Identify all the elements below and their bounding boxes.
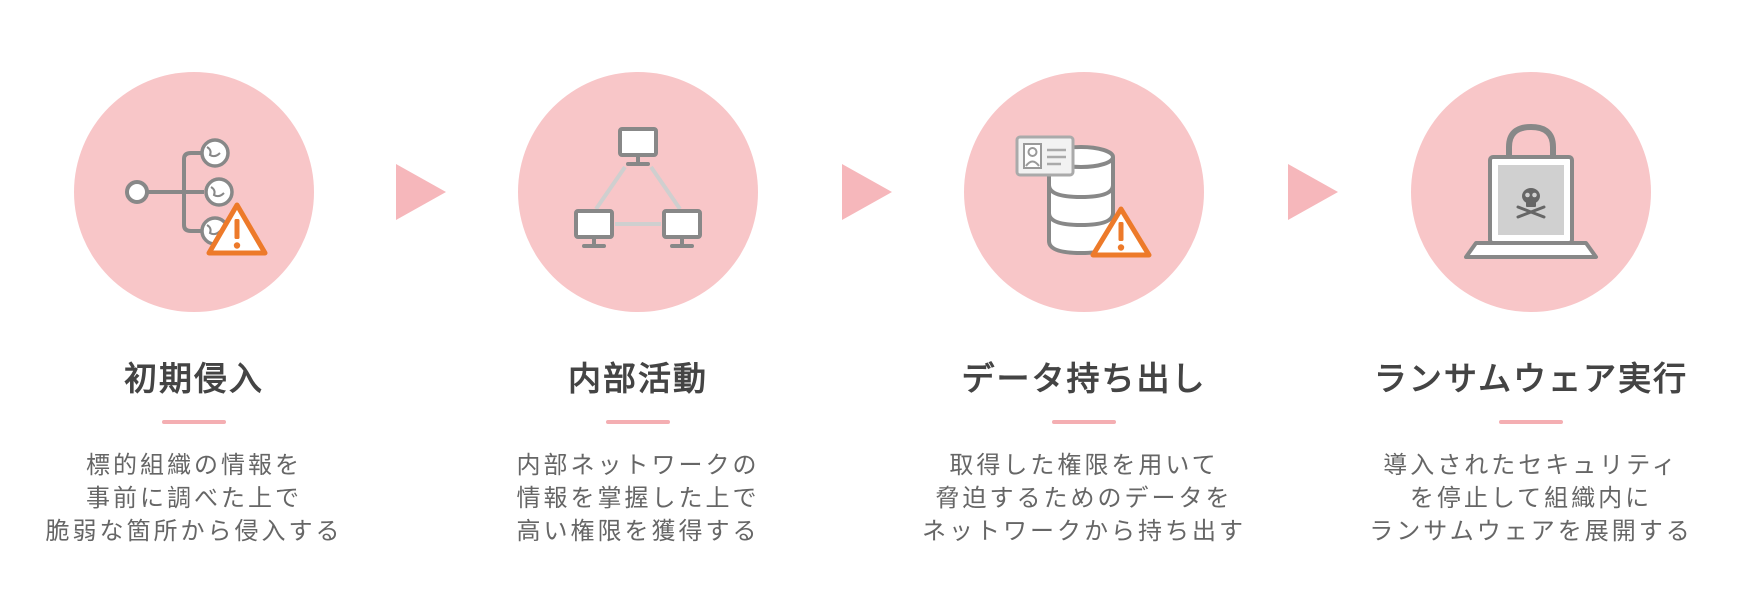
description-line: ランサムウェアを展開する — [1369, 517, 1693, 545]
stage-circle — [74, 72, 314, 312]
stage-internal-activity: 内部活動 内部ネットワークの 情報を掌握した上で 高い権限を獲得する — [458, 0, 818, 606]
stage-circle — [1411, 72, 1651, 312]
stage-circle — [518, 72, 758, 312]
stage-ransomware-execution: ランサムウェア実行 導入されたセキュリティ を停止して組織内に ランサムウェアを… — [1351, 0, 1711, 606]
stage-title: 初期侵入 — [124, 359, 264, 398]
title-underline — [606, 420, 670, 424]
stage-title: データ持ち出し — [961, 359, 1207, 398]
next-step-arrow-icon — [396, 164, 446, 220]
database-warning-icon — [1015, 135, 1152, 258]
next-step-arrow-icon — [842, 164, 892, 220]
locked-laptop-skull-icon — [1464, 123, 1598, 259]
stage-description: 内部ネットワークの 情報を掌握した上で 高い権限を獲得する — [458, 449, 818, 548]
stage-title: 内部活動 — [568, 359, 708, 398]
description-line: を停止して組織内に — [1409, 484, 1653, 512]
description-line: 標的組織の情報を — [86, 451, 302, 479]
description-line: 事前に調べた上で — [86, 484, 302, 512]
network-warning-icon — [125, 138, 268, 256]
title-underline — [162, 420, 226, 424]
title-underline — [1499, 420, 1563, 424]
stage-data-exfiltration: データ持ち出し 取得した権限を用いて 脅迫するためのデータを ネットワークから持… — [904, 0, 1264, 606]
description-line: 内部ネットワークの — [516, 451, 760, 479]
computer-network-icon — [574, 127, 702, 248]
stage-description: 導入されたセキュリティ を停止して組織内に ランサムウェアを展開する — [1351, 449, 1711, 548]
description-line: 脆弱な箇所から侵入する — [45, 517, 343, 545]
stage-circle — [964, 72, 1204, 312]
description-line: ネットワークから持ち出す — [922, 517, 1246, 545]
description-line: 情報を掌握した上で — [516, 484, 760, 512]
stage-initial-intrusion: 初期侵入 標的組織の情報を 事前に調べた上で 脆弱な箇所から侵入する — [14, 0, 374, 606]
next-step-arrow-icon — [1288, 164, 1338, 220]
title-underline — [1052, 420, 1116, 424]
description-line: 脅迫するためのデータを — [935, 484, 1233, 512]
stage-description: 取得した権限を用いて 脅迫するためのデータを ネットワークから持ち出す — [904, 449, 1264, 548]
stage-title: ランサムウェア実行 — [1373, 359, 1689, 398]
description-line: 導入されたセキュリティ — [1383, 451, 1679, 479]
description-line: 高い権限を獲得する — [516, 517, 760, 545]
stage-description: 標的組織の情報を 事前に調べた上で 脆弱な箇所から侵入する — [14, 449, 374, 548]
description-line: 取得した権限を用いて — [949, 451, 1219, 479]
